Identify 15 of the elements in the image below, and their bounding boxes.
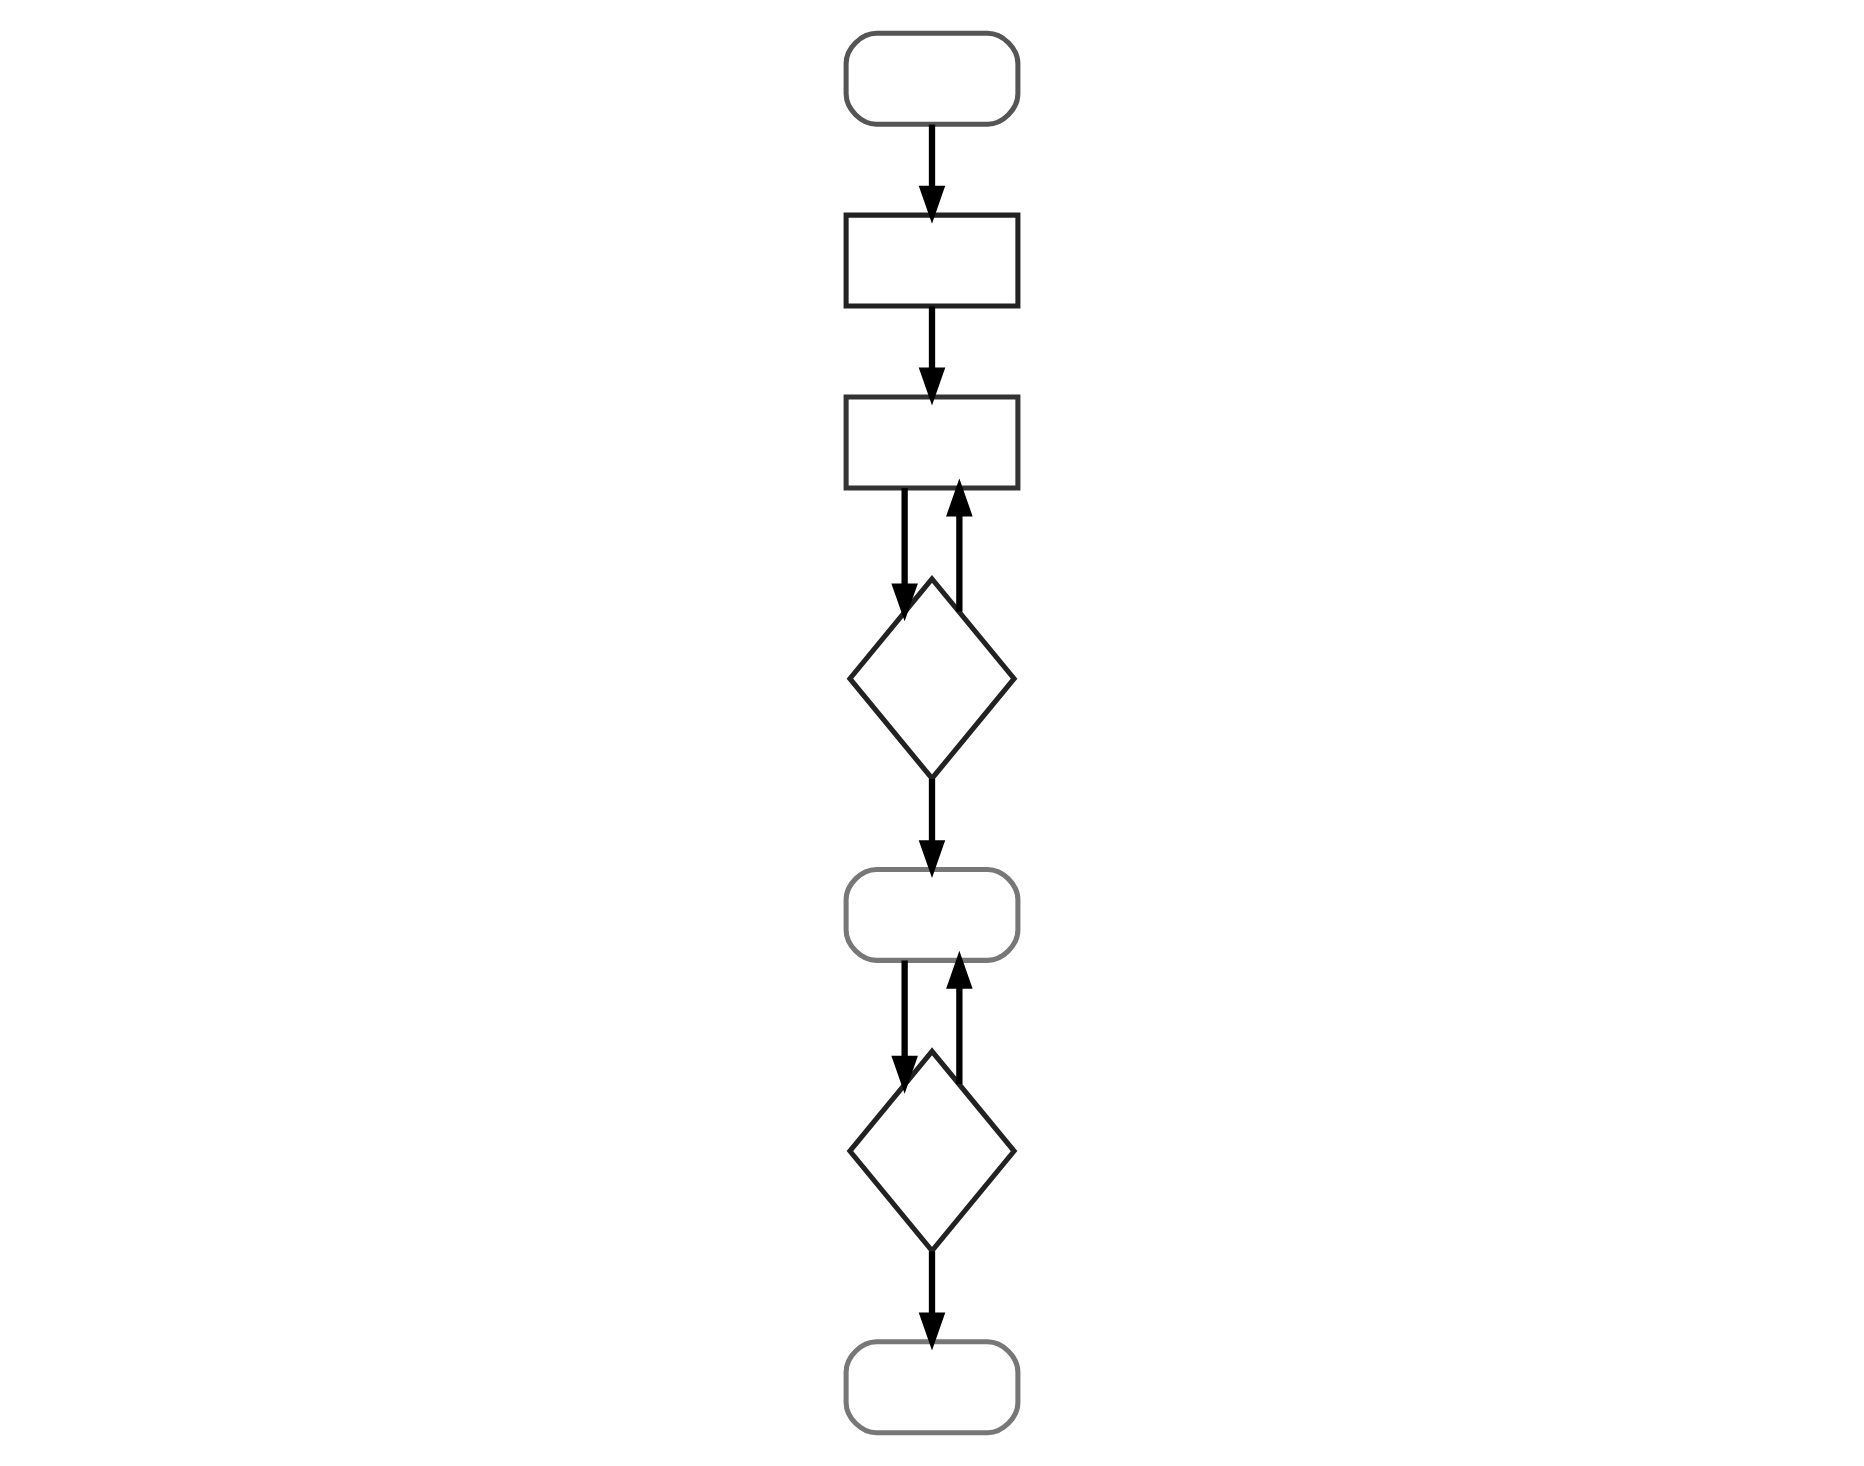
arrow xyxy=(918,124,946,224)
arrow xyxy=(946,478,973,612)
node-diamond xyxy=(846,574,1018,783)
arrow xyxy=(918,306,946,406)
arrow xyxy=(918,778,946,879)
arrow xyxy=(946,950,973,1085)
arrow xyxy=(918,1251,946,1351)
node-box xyxy=(843,394,1021,491)
arrow xyxy=(891,960,918,1094)
node-box xyxy=(843,212,1021,309)
arrow xyxy=(891,488,918,622)
node-box xyxy=(843,866,1021,963)
node-box xyxy=(843,30,1021,127)
node-box xyxy=(843,1339,1021,1436)
node-diamond xyxy=(846,1047,1018,1255)
